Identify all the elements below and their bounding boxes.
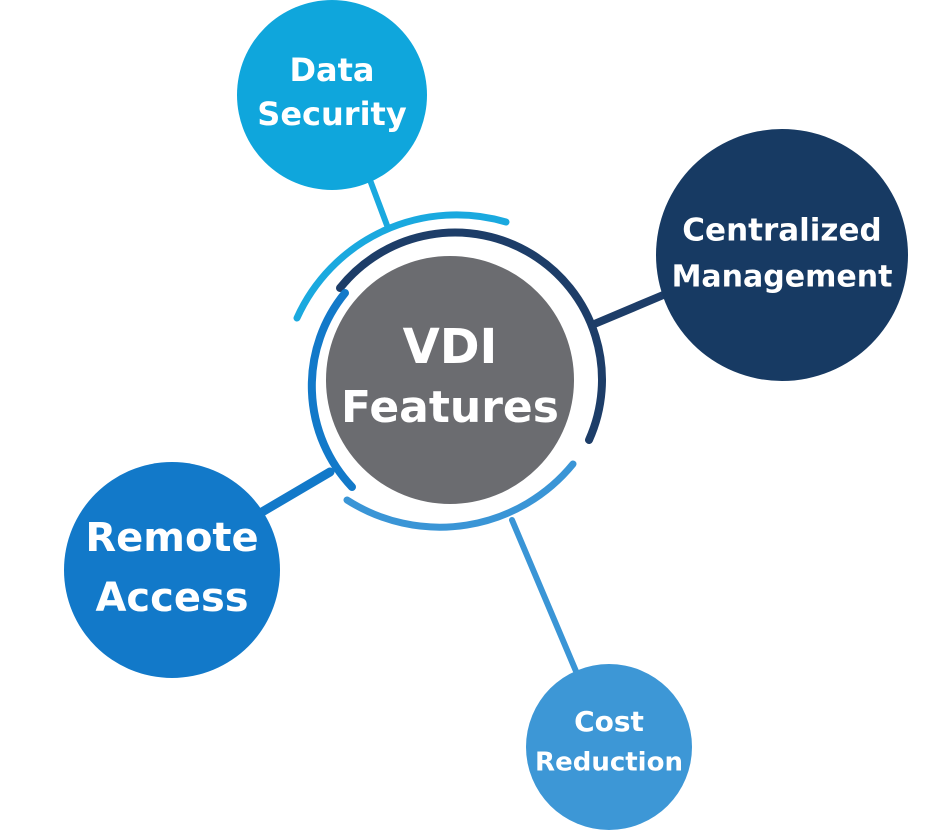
outer-ring-light-arc xyxy=(293,211,510,322)
center-title-line1: VDI xyxy=(403,319,498,375)
data-security-label-line2: Security xyxy=(257,95,407,133)
remote-access-label-line2: Access xyxy=(95,575,248,621)
inner-ring-blue-arc xyxy=(307,289,356,491)
cost-reduction-label-line2: Reduction xyxy=(535,748,683,778)
centralized-management-circle xyxy=(656,129,908,381)
cost-reduction-label-line1: Cost xyxy=(574,705,644,738)
connector-remote-access xyxy=(257,467,335,517)
remote-access-label-line1: Remote xyxy=(85,515,258,561)
cost-reduction-circle xyxy=(526,664,692,830)
outer-ring-mid-arc xyxy=(343,460,577,531)
centralized-management-label-line2: Management xyxy=(672,260,893,295)
connector-data-security xyxy=(367,177,391,231)
data-security-circle xyxy=(237,0,427,190)
center-circle xyxy=(320,250,580,510)
remote-access-circle xyxy=(64,462,280,678)
centralized-management-label-line1: Centralized xyxy=(682,213,881,249)
connector-cost-reduction xyxy=(509,517,581,679)
center-title-line2: Features xyxy=(341,382,559,433)
data-security-label-line1: Data xyxy=(289,51,374,89)
inner-ring-dark-arc xyxy=(336,228,606,444)
connector-centralized-management xyxy=(588,289,672,329)
